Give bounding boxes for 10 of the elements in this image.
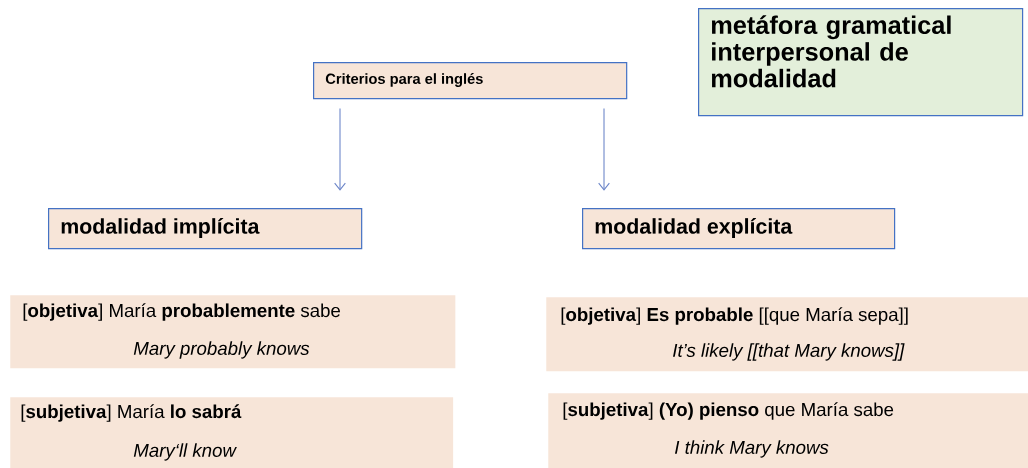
- category-box: modalidad explícita: [582, 208, 896, 250]
- arrow: [598, 108, 610, 191]
- criteria-box: Criterios para el inglés: [313, 62, 628, 100]
- example-box: [objetiva] María probablemente sabe Mary probably knows: [10, 295, 456, 369]
- head-box: metáfora gramatical interpersonal de modalidad: [698, 8, 1024, 117]
- example-box: [subjetiva] (Yo) pienso que María sabe I think Mary knows: [548, 393, 1028, 468]
- example-box: [objetiva] Es probable [[que María sepa]] It’s likely [[that Mary knows]]: [546, 297, 1028, 372]
- category-box: modalidad implícita: [48, 208, 363, 250]
- arrow: [334, 108, 346, 191]
- example-box: [subjetiva] María lo sabrá Mary‘ll know: [10, 397, 454, 468]
